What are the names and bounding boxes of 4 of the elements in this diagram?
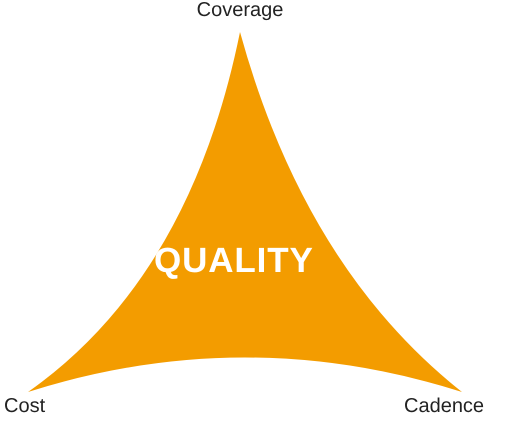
vertex-label: Coverage: [196, 0, 284, 23]
vertex-label: Cadence: [404, 394, 484, 419]
center-label: QUALITY: [154, 243, 314, 278]
vertex-label: Cost: [4, 394, 46, 419]
